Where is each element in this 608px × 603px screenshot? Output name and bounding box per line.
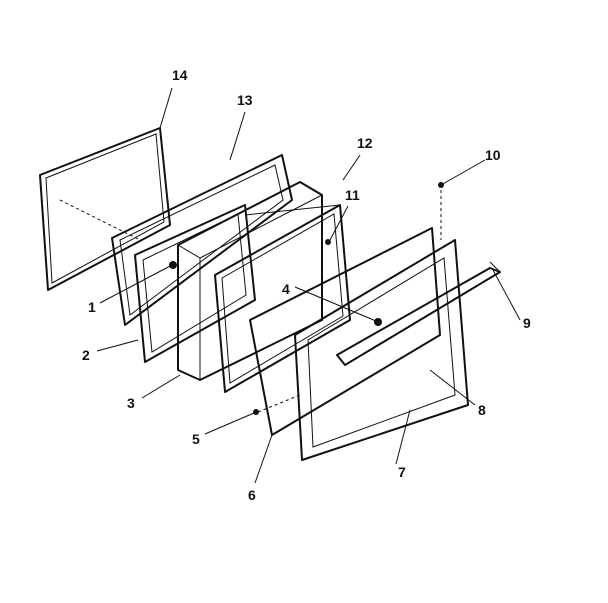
callout-14: 14 (172, 67, 188, 83)
callout-6: 6 (248, 487, 256, 503)
callout-3: 3 (127, 395, 135, 411)
callout-4: 4 (282, 281, 290, 297)
callout-7: 7 (398, 464, 406, 480)
callout-9: 9 (523, 315, 531, 331)
part-4-screw (374, 318, 382, 326)
callout-12: 12 (357, 135, 373, 151)
callout-10: 10 (485, 147, 501, 163)
leader-lines (96, 87, 521, 484)
callout-11: 11 (345, 187, 360, 203)
part-5-screw (253, 409, 259, 415)
part-14-panel (39, 127, 171, 291)
part-13-frame (111, 154, 293, 326)
callout-13: 13 (237, 92, 253, 108)
part-3-liner (177, 181, 323, 381)
part-9-handle (336, 261, 501, 366)
callout-1: 1 (88, 299, 96, 315)
callout-5: 5 (192, 431, 200, 447)
callout-2: 2 (82, 347, 90, 363)
part-7-door-frame (294, 239, 469, 461)
inner-panel (214, 204, 351, 393)
part-6-glass (249, 227, 441, 436)
callout-8: 8 (478, 402, 486, 418)
part-1-screw (169, 261, 177, 269)
part-11-screw (325, 239, 331, 245)
